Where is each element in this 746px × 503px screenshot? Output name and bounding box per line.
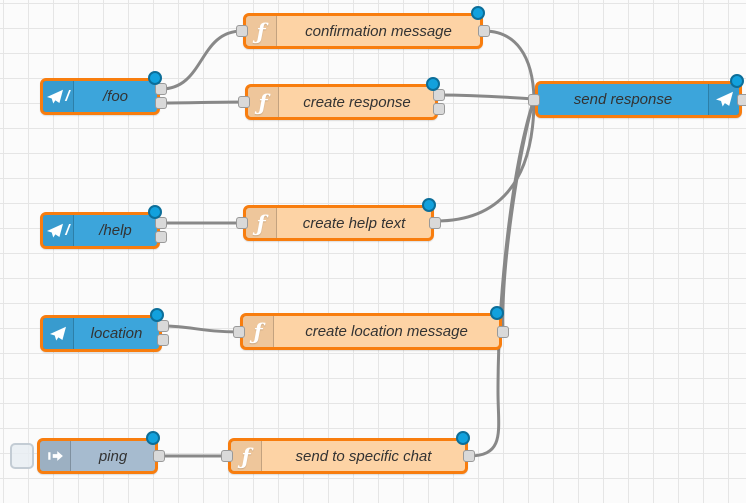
node-create-response[interactable]: ƒ create response <box>238 77 445 120</box>
output-port-1[interactable] <box>155 83 167 95</box>
output-port-1[interactable] <box>155 217 167 229</box>
input-port[interactable] <box>233 325 245 338</box>
function-f-icon: ƒ <box>243 316 274 347</box>
node-label: location <box>90 325 143 342</box>
paper-plane-icon <box>708 84 739 115</box>
output-port-1[interactable] <box>497 325 509 338</box>
output-port-1[interactable] <box>737 93 746 106</box>
input-port[interactable] <box>238 96 250 108</box>
node-label: create location message <box>305 323 468 340</box>
output-port-2[interactable] <box>157 334 169 346</box>
changed-indicator <box>150 308 164 322</box>
node-label: confirmation message <box>305 22 452 40</box>
output-port-2[interactable] <box>155 231 167 243</box>
wire-create-location-message-to-send-response[interactable] <box>501 97 536 334</box>
input-port[interactable] <box>236 25 248 37</box>
input-port[interactable] <box>236 217 248 229</box>
input-port[interactable] <box>528 93 540 106</box>
wire-location-to-create-location-message[interactable] <box>161 324 241 334</box>
wire-foo-to-confirmation[interactable] <box>159 29 244 91</box>
output-port-2[interactable] <box>155 97 167 109</box>
node-label: create help text <box>302 214 406 232</box>
node-label: create response <box>303 93 411 111</box>
node-create-help-text[interactable]: ƒ create help text <box>236 198 441 241</box>
output-port-2[interactable] <box>433 103 445 115</box>
output-port-1[interactable] <box>157 320 169 332</box>
output-port-1[interactable] <box>153 450 165 462</box>
node-foo[interactable]: / /foo <box>40 71 167 115</box>
function-f-icon: ƒ <box>246 208 277 238</box>
node-label: send response <box>573 91 673 108</box>
function-f-icon: ƒ <box>248 87 279 117</box>
output-port-1[interactable] <box>433 89 445 101</box>
paper-plane-slash-icon: / <box>43 81 74 112</box>
paper-plane-icon <box>43 318 74 349</box>
changed-indicator <box>456 431 470 445</box>
changed-indicator <box>422 198 436 212</box>
node-send-response[interactable]: send response <box>528 74 746 118</box>
node-label: ping <box>98 447 128 465</box>
function-f-icon: ƒ <box>246 16 277 46</box>
changed-indicator <box>730 74 744 88</box>
node-ping[interactable]: ping <box>37 431 165 474</box>
node-confirmation-message[interactable]: ƒ confirmation message <box>236 6 490 49</box>
wire-create-response-to-send-response[interactable] <box>437 93 536 101</box>
wire-foo-to-create-response[interactable] <box>159 100 246 105</box>
changed-indicator <box>148 205 162 219</box>
output-port-1[interactable] <box>463 450 475 462</box>
changed-indicator <box>146 431 160 445</box>
node-help[interactable]: / /help <box>40 205 167 249</box>
changed-indicator <box>471 6 485 20</box>
node-send-to-specific-chat[interactable]: ƒ send to specific chat <box>221 431 475 474</box>
output-port-1[interactable] <box>429 217 441 229</box>
function-f-icon: ƒ <box>231 441 262 471</box>
output-port-1[interactable] <box>478 25 490 37</box>
paper-plane-slash-icon: / <box>43 215 74 246</box>
inject-arrow-icon <box>40 441 71 471</box>
changed-indicator <box>426 77 440 91</box>
changed-indicator <box>490 306 504 320</box>
wire-send-to-specific-chat-to-send-response[interactable] <box>467 97 536 458</box>
inject-button[interactable] <box>10 443 34 469</box>
node-label: send to specific chat <box>295 447 432 465</box>
wire-confirmation-to-send-response[interactable] <box>482 29 536 101</box>
node-create-location-message[interactable]: ƒ create location message <box>233 306 509 350</box>
node-label: /help <box>99 222 132 239</box>
input-port[interactable] <box>221 450 233 462</box>
wire-create-help-text-to-send-response[interactable] <box>434 97 536 223</box>
changed-indicator <box>148 71 162 85</box>
node-location[interactable]: location <box>40 308 169 352</box>
node-label: /foo <box>102 88 129 105</box>
